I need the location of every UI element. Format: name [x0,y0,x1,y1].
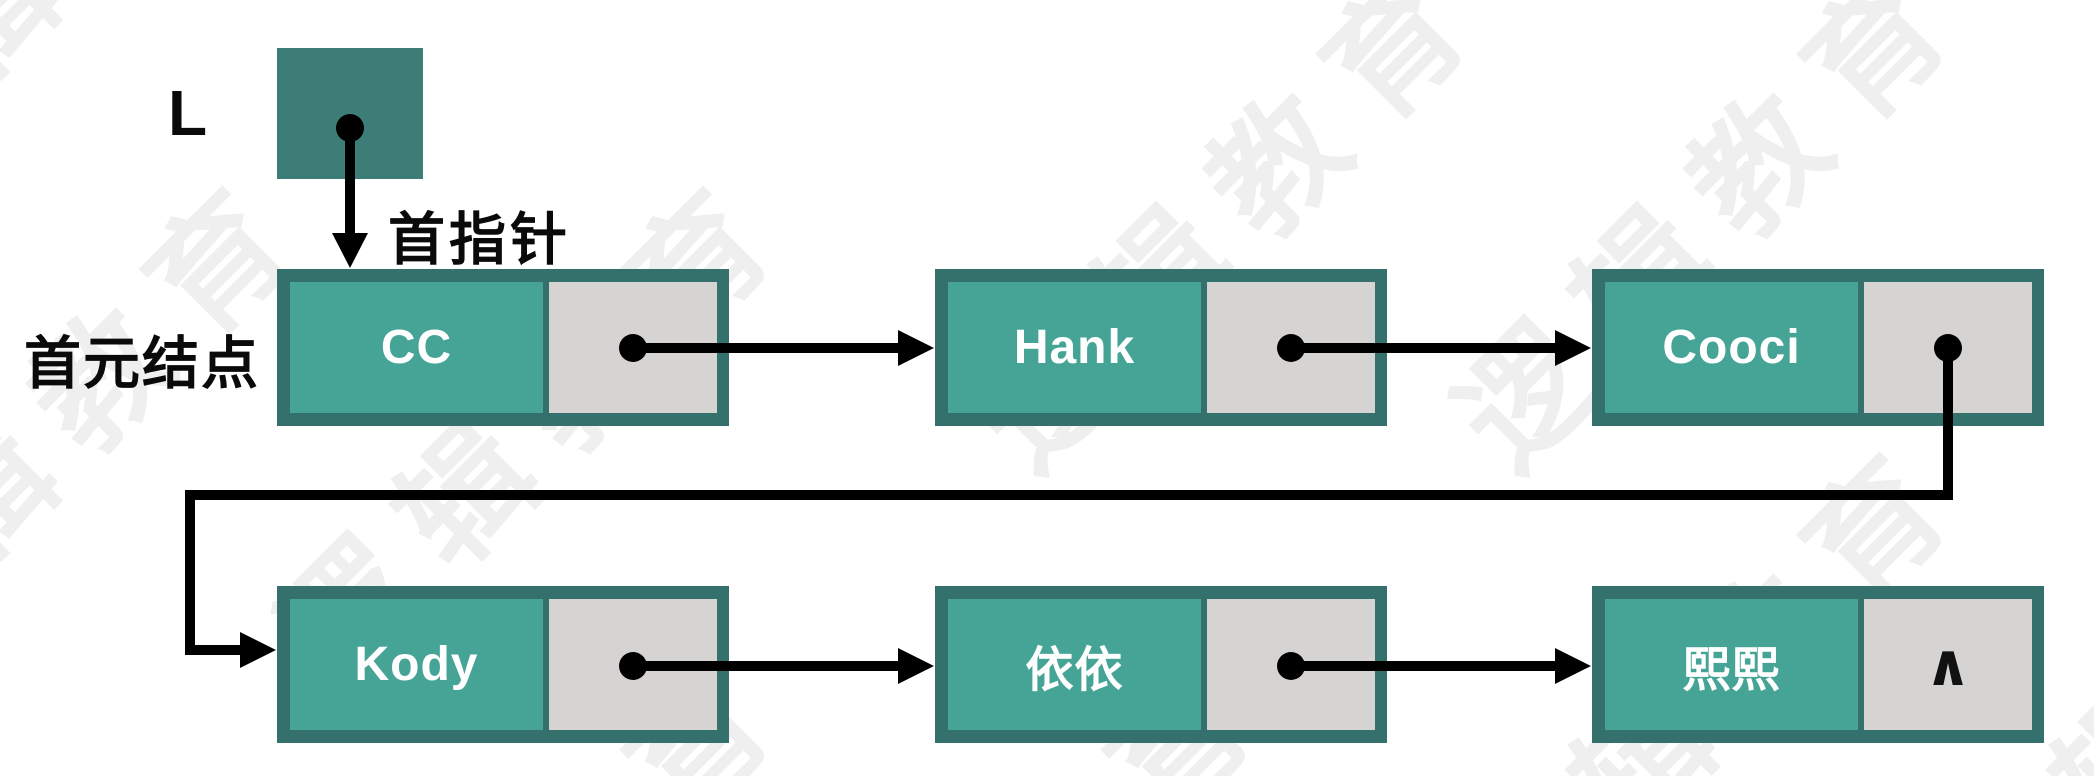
kody-next-arrowhead [898,648,934,684]
node-xixi-pointer-cell: ∧ [1864,599,2032,730]
node-cc-data-cell: CC [290,282,543,413]
node-xixi: 熙熙 ∧ [1592,586,2044,743]
node-kody-data-cell: Kody [290,599,543,730]
node-yiyi: 依依 [935,586,1387,743]
cooci-next-wrap-line [185,348,1953,655]
node-xixi-data-cell: 熙熙 [1605,599,1858,730]
yiyi-next-arrowhead [1555,648,1591,684]
cc-next-arrowhead [898,330,934,366]
cooci-next-arrowhead [240,632,276,668]
first-node-label: 首元结点 [24,332,260,396]
node-hank-data-cell: Hank [948,282,1201,413]
head-pointer-arrowhead [332,233,368,268]
head-pointer-label: 首指针 [388,208,571,272]
null-pointer-marker: ∧ [1924,632,1972,698]
head-variable-label: L [168,77,208,149]
hank-next-arrowhead [1555,330,1591,366]
node-cooci-data-cell: Cooci [1605,282,1858,413]
node-cc: CC [277,269,729,426]
node-yiyi-data-cell: 依依 [948,599,1201,730]
